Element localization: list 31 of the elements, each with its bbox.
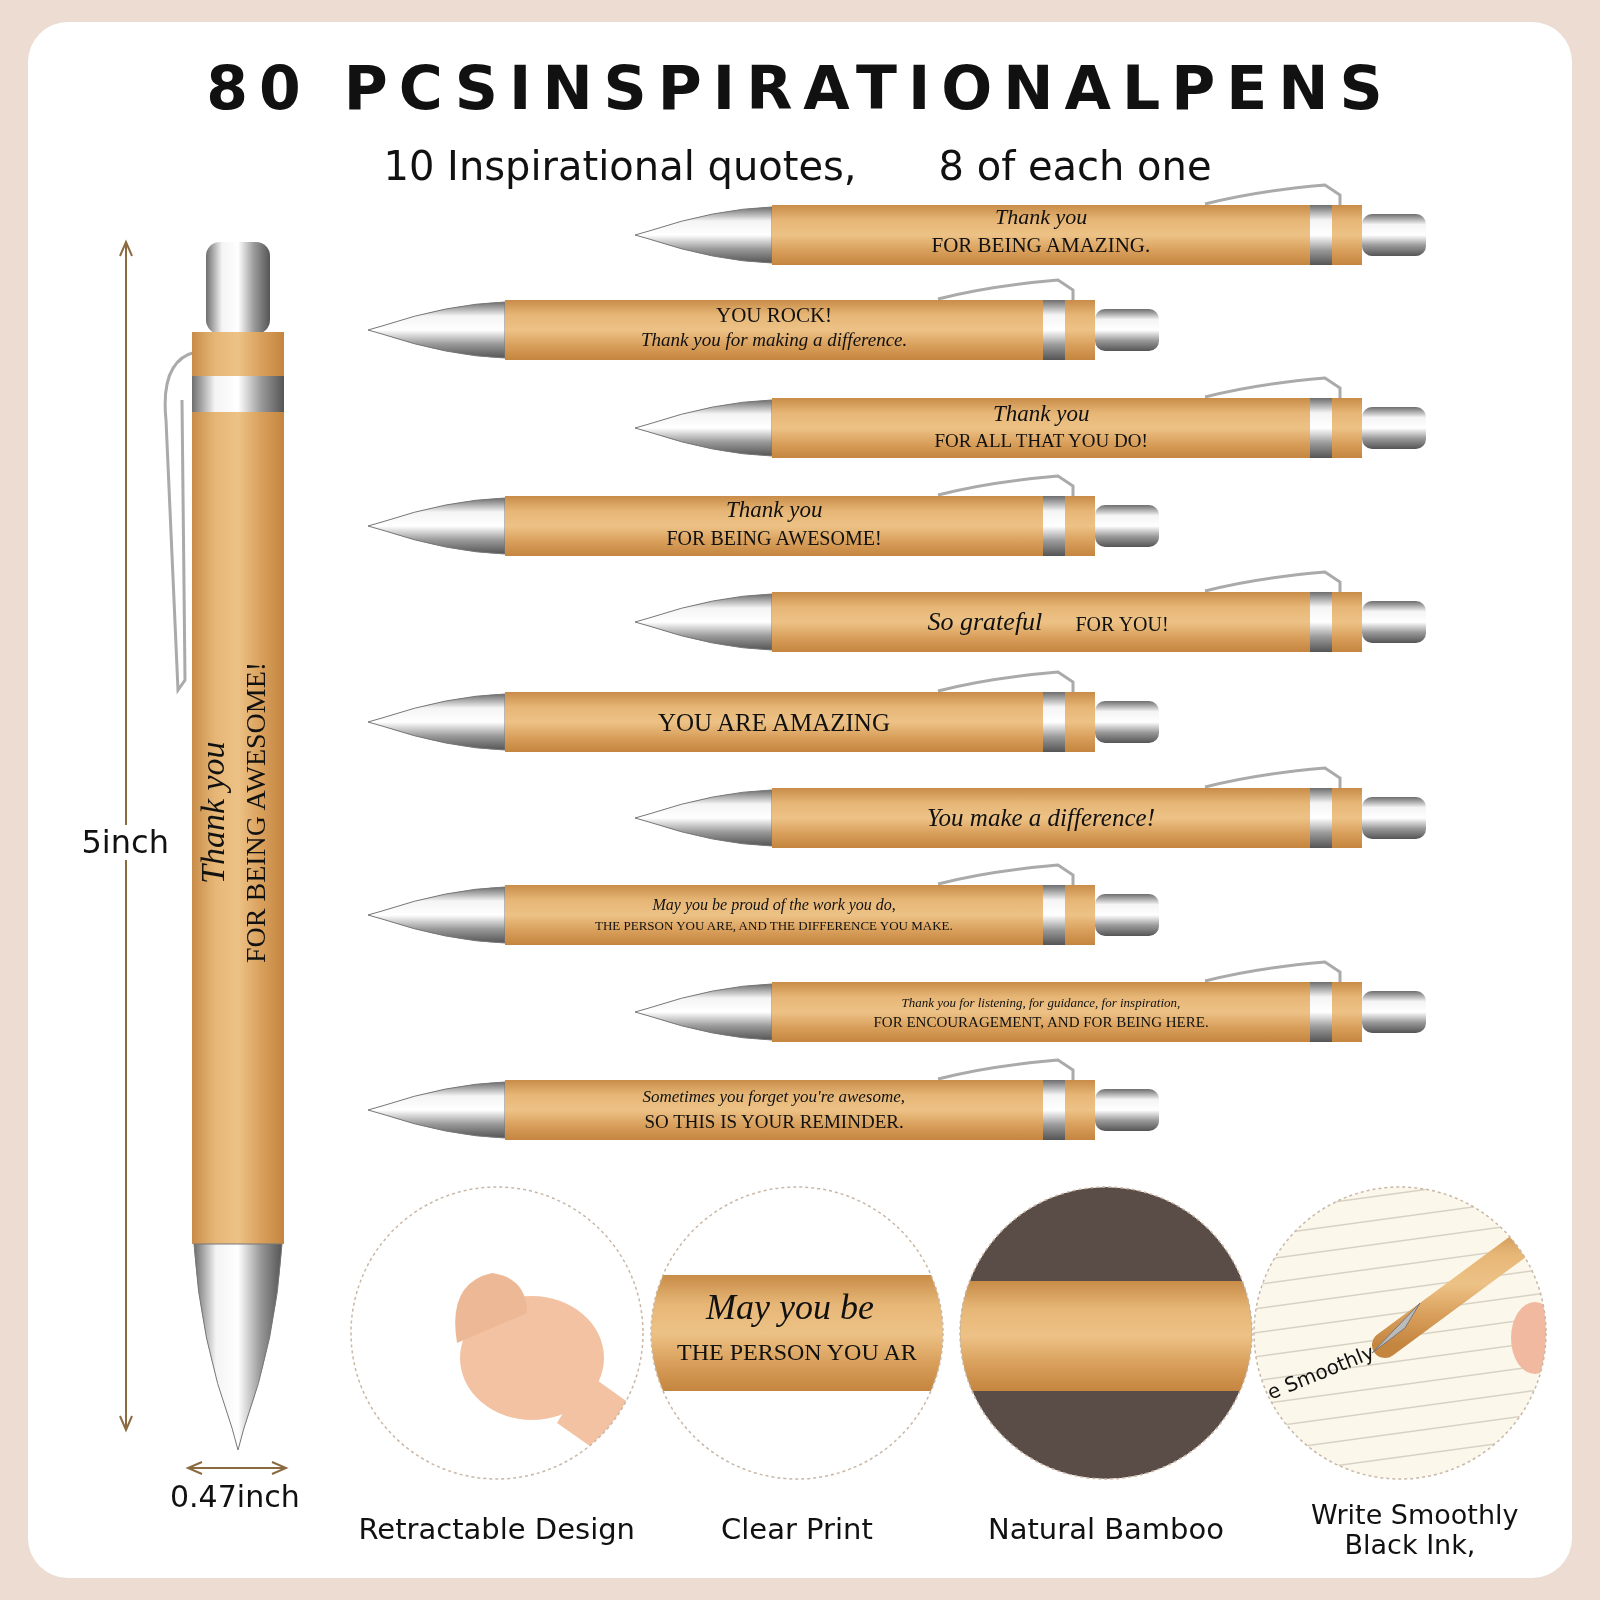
pen-quote: FOR BEING AWESOME! [666, 527, 882, 549]
pen-quote: YOU ROCK! [716, 303, 833, 327]
feature-caption: Retractable Design [358, 1514, 635, 1546]
pen-quote: Thank you for listening, for guidance, for inspiration, [901, 996, 1181, 1011]
subtitle: 8 of each one [938, 144, 1212, 188]
pen-quote: Thank you [993, 400, 1090, 426]
pen-quote: Thank you [995, 205, 1088, 230]
pen-quote: Thank you [193, 740, 231, 884]
pen-quote: FOR BEING AWESOME! [240, 661, 272, 963]
feature-caption: Black Ink, [1344, 1530, 1476, 1560]
pen-quote: Thank you [726, 496, 823, 522]
pen-quote: FOR BEING AMAZING. [931, 233, 1151, 257]
dimension-label: 5inch [81, 824, 169, 860]
pen-quote: FOR ENCOURAGEMENT, AND FOR BEING HERE. [873, 1013, 1209, 1030]
pen-quote: SO THIS IS YOUR REMINDER. [644, 1111, 904, 1133]
engraved-text: THE PERSON YOU AR [677, 1339, 917, 1366]
feature-caption: Write Smoothly [1311, 1500, 1519, 1530]
pen-quote: THE PERSON YOU ARE, AND THE DIFFERENCE YOU MAKE. [595, 919, 953, 934]
pen-quote: Thank you for making a difference. [641, 329, 908, 351]
pen-quote: YOU ARE AMAZING [658, 709, 890, 737]
pen-quote: May you be proud of the work you do, [652, 896, 896, 914]
pen-quote: FOR ALL THAT YOU DO! [934, 430, 1148, 452]
feature-caption: Clear Print [721, 1514, 873, 1546]
pen-quote: Sometimes you forget you're awesome, [642, 1087, 905, 1107]
title: 80 PCSINSPIRATIONALPENS [205, 55, 1395, 121]
subtitle: 10 Inspirational quotes, [383, 144, 857, 188]
pen-quote: FOR YOU! [1075, 613, 1169, 635]
pen-quote: So grateful [927, 607, 1043, 637]
engraved-text: May you be [706, 1288, 874, 1328]
pen-quote: You make a difference! [927, 804, 1155, 832]
feature-caption: Natural Bamboo [988, 1514, 1224, 1546]
